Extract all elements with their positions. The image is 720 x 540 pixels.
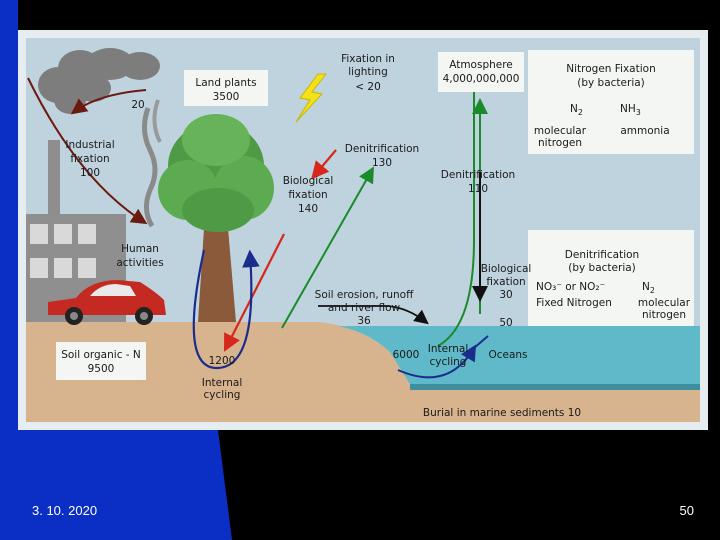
denitrification-box-title: Denitrification <box>565 249 639 261</box>
human-activities-label: Human <box>121 243 159 255</box>
internal-cycling-ocean-label: Internal <box>428 343 468 355</box>
burial-label: Burial in marine sediments 10 <box>423 407 581 419</box>
industrial-fixation-value: 100 <box>80 167 100 179</box>
denitrification-ocean-value: 110 <box>468 183 488 195</box>
nitrogen-cycle-diagram: Land plants 3500 Fixation in lighting < … <box>18 30 708 430</box>
internal-cycling-land-label: Internal <box>202 377 242 389</box>
soil-organic-value: 9500 <box>88 363 115 375</box>
six-thousand-value: 6000 <box>393 349 420 361</box>
denitrification-land-label: Denitrification <box>345 143 419 155</box>
biological-fixation-land-label-2: fixation <box>288 189 327 201</box>
human-activities-label-2: activities <box>116 257 163 269</box>
slide-date: 3. 10. 2020 <box>32 503 97 518</box>
soil-erosion-label: Soil erosion, runoff <box>315 289 414 301</box>
internal-cycling-ocean-label-2: cycling <box>430 356 467 368</box>
nitrogen-fixation-title: Nitrogen Fixation <box>566 63 655 75</box>
fixation-lighting-value: < 20 <box>355 81 381 93</box>
molecular-nitrogen-label-b: nitrogen <box>538 137 582 149</box>
molecular-nitrogen-denit-b: nitrogen <box>642 309 686 321</box>
land-plants-label: Land plants <box>195 77 256 89</box>
internal-cycling-land-label-2: cycling <box>204 389 241 401</box>
biological-fixation-land-value: 140 <box>298 203 318 215</box>
atmosphere-box <box>438 52 524 92</box>
soil-organic-label: Soil organic - N <box>61 349 141 361</box>
biological-fixation-ocean-value: 30 <box>499 289 512 301</box>
ammonia-label: ammonia <box>620 125 669 137</box>
smokestack <box>48 140 60 216</box>
soil-erosion-value: 36 <box>357 315 371 327</box>
biological-fixation-ocean-label: Biological <box>481 263 532 275</box>
denitrification-box-subtitle: (by bacteria) <box>568 262 636 274</box>
twenty-value: 20 <box>131 99 144 111</box>
molecular-nitrogen-label-a: molecular <box>534 125 587 137</box>
molecular-nitrogen-denit-a: molecular <box>638 297 691 309</box>
biological-fixation-ocean-label-2: fixation <box>486 276 525 288</box>
denitrification-ocean-label: Denitrification <box>441 169 515 181</box>
no3-no2-formula: NO₃⁻ or NO₂⁻ <box>536 281 605 293</box>
soil-erosion-label-2: and river flow <box>328 302 401 314</box>
fixation-lighting-label: Fixation in <box>341 53 395 65</box>
ocean-floor <box>410 384 700 390</box>
land-plants-value: 3500 <box>213 91 240 103</box>
oceans-label: Oceans <box>488 349 527 361</box>
denitrification-land-value: 130 <box>372 157 392 169</box>
fixed-nitrogen-label: Fixed Nitrogen <box>536 297 612 309</box>
atmosphere-value: 4,000,000,000 <box>443 73 520 85</box>
industrial-fixation-label-2: fixation <box>70 153 109 165</box>
fixation-lighting-label-2: lighting <box>348 66 388 78</box>
atmosphere-label: Atmosphere <box>449 59 513 71</box>
fifty-value: 50 <box>499 317 512 329</box>
nitrogen-fixation-subtitle: (by bacteria) <box>577 77 645 89</box>
industrial-fixation-label: Industrial <box>65 139 114 151</box>
slide-page-number: 50 <box>680 503 694 518</box>
biological-fixation-land-label: Biological <box>283 175 334 187</box>
twelve-hundred-value: 1200 <box>209 355 236 367</box>
